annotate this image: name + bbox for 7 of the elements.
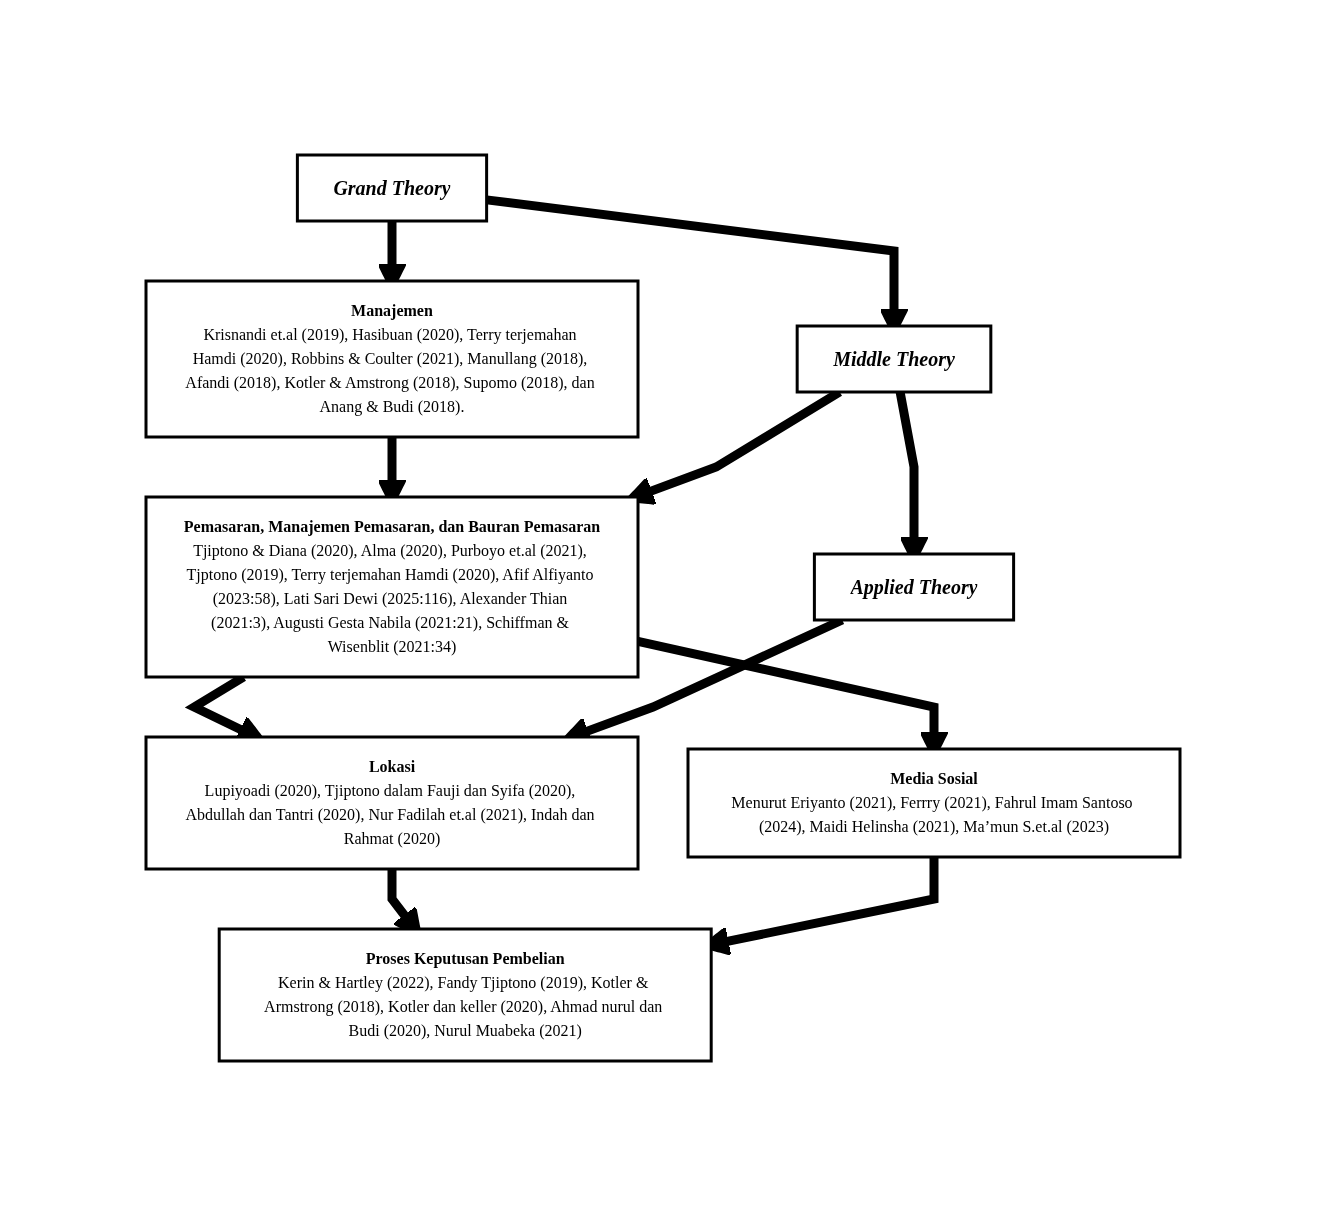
node-box: Manajemen Krisnandi et.al (2019), Hasibuan (2020), Terry terjemahan Hamdi (2020), Robbins & Coulter (2021), Manullang (2018), Afandi (2018), Kotler & Amstrong (2018), Supomo (2018), dan Anang & Budi (2018). <box>144 279 640 439</box>
node-box: Proses Keputusan Pembelian Kerin & Hartley (2022), Fandy Tjiptono (2019), Kotler & Armstrong (2018), Kotler dan keller (2020), Ahmad nurul dan Budi (2020), Nurul Muabeka (2021) <box>217 927 713 1063</box>
node-box: Media Sosial Menurut Eriyanto (2021), Ferrry (2021), Fahrul Imam Santoso (2024), Maidi Helinsha (2021), Ma’mun S.et.al (2023) <box>686 747 1182 859</box>
node-box: Middle Theory <box>795 324 993 394</box>
node-box: Grand Theory <box>295 153 489 223</box>
node-box: Pemasaran, Manajemen Pemasaran, dan Bauran Pemasaran Tjiptono & Diana (2020), Alma (2020), Purboyo et.al (2021), Tjptono (2019), Terry terjemahan Hamdi (2020), Afif Alfiyanto (2023:58), Lati Sari Dewi (2025:116), Alexander Thian (2021:3), Augusti Gesta Nabila (2021:21), Schiffman & Wisenblit (2021:34) <box>144 495 640 679</box>
node-box: Lokasi Lupiyoadi (2020), Tjiptono dalam Fauji dan Syifa (2020), Abdullah dan Tantri (2020), Nur Fadilah et.al (2021), Indah dan Rahmat (2020) <box>144 735 640 871</box>
